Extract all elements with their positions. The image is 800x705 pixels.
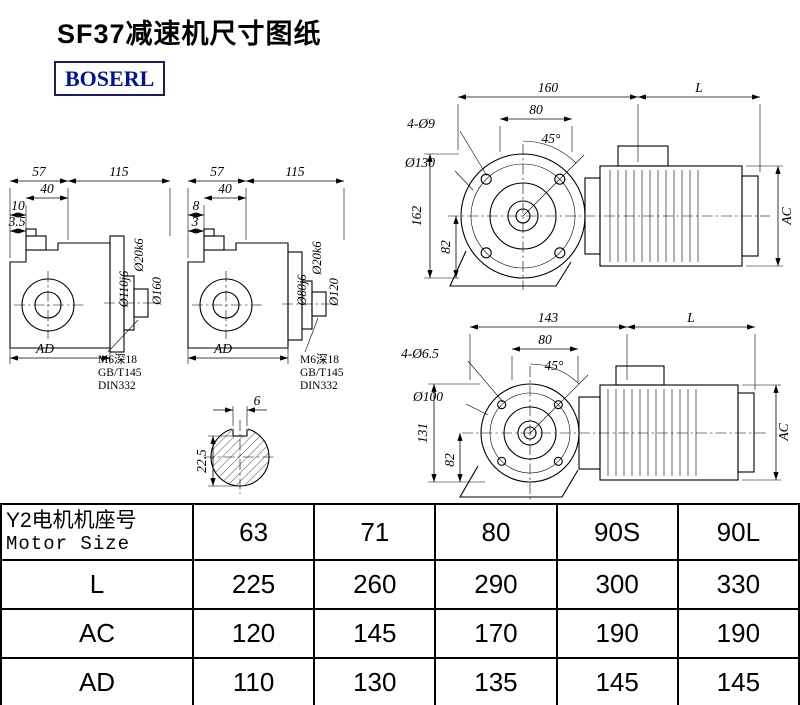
- row-label-AD: AD: [0, 657, 194, 705]
- motor-size-header-en: Motor Size: [6, 532, 131, 555]
- brand-logo: BOSERL: [54, 61, 166, 96]
- dim-82: 82: [438, 240, 453, 254]
- dim-3: 3: [191, 214, 199, 229]
- value-AD-90s: 145: [555, 657, 679, 705]
- value-AC-90s: 190: [555, 608, 679, 659]
- dim-80: 80: [538, 332, 552, 347]
- tapped-hole-note: M6深18: [98, 352, 137, 366]
- standard-note-din: DIN332: [300, 380, 338, 392]
- dim-115: 115: [285, 164, 304, 179]
- dim-160: 160: [538, 80, 559, 95]
- dim-57: 57: [32, 164, 47, 179]
- value-AC-90l: 190: [676, 608, 800, 659]
- dim-bolt-holes: 4-Ø9: [407, 116, 435, 131]
- motor-size-header-cn: Y2电机机座号: [6, 509, 137, 533]
- dim-bolt-holes: 4-Ø6.5: [401, 346, 439, 361]
- motor-size-header-cell: Y2电机机座号 Motor Size: [0, 503, 194, 561]
- value-L-71: 260: [313, 559, 437, 610]
- row-label-AC: AC: [0, 608, 194, 659]
- shaft-key-section: 6 22.5: [194, 393, 276, 494]
- value-L-80: 290: [434, 559, 558, 610]
- value-L-90l: 330: [676, 559, 800, 610]
- dim-bolt-circle: Ø130: [404, 155, 435, 170]
- motor-size-col-90s: 90S: [555, 503, 679, 561]
- value-AD-90l: 145: [676, 657, 800, 705]
- dim-ac: AC: [776, 422, 791, 441]
- standard-note-din: DIN332: [98, 380, 136, 392]
- page-title: SF37减速机尺寸图纸: [57, 19, 322, 49]
- motor-size-col-71: 71: [313, 503, 437, 561]
- dim-L: L: [686, 310, 695, 325]
- dim-spigot-dia: Ø110j6: [117, 270, 131, 308]
- front-view-small-assembly: 143 L 80 4-Ø6.5 45° Ø100 131 82 AC: [401, 310, 791, 500]
- value-AC-63: 120: [191, 608, 316, 659]
- value-AD-80: 135: [434, 657, 558, 705]
- dim-shaft-dia: Ø20k6: [310, 241, 324, 276]
- table-header-row: Y2电机机座号 Motor Size 63 71 80 90S 90L: [0, 503, 800, 561]
- dim-162: 162: [409, 206, 424, 227]
- dim-45deg: 45°: [545, 358, 565, 373]
- motor-size-col-63: 63: [191, 503, 316, 561]
- dim-80: 80: [529, 102, 543, 117]
- value-L-63: 225: [191, 559, 316, 610]
- dim-115: 115: [109, 164, 128, 179]
- front-view-large-assembly: 160 L 80 4-Ø9 45° Ø130 162 82 AC: [404, 80, 794, 290]
- brand-logo-text: BOSERL: [65, 66, 155, 91]
- dim-ad: AD: [35, 341, 54, 356]
- standard-note-gb: GB/T145: [98, 367, 142, 379]
- dim-40: 40: [40, 181, 54, 196]
- dim-57: 57: [210, 164, 225, 179]
- value-AD-71: 130: [313, 657, 437, 705]
- dim-143: 143: [538, 310, 559, 325]
- value-AC-80: 170: [434, 608, 558, 659]
- dim-45deg: 45°: [542, 131, 562, 146]
- dim-bolt-circle: Ø100: [412, 389, 443, 404]
- row-label-L: L: [0, 559, 194, 610]
- dim-key-depth: 22.5: [194, 449, 209, 473]
- table-row-AD: AD 110 130 135 145 145: [0, 657, 800, 705]
- dim-shaft-dia: Ø20k6: [132, 238, 146, 273]
- value-L-90s: 300: [555, 559, 679, 610]
- tapped-hole-note: M6深18: [300, 352, 339, 366]
- dim-10: 10: [11, 198, 25, 213]
- value-AC-71: 145: [313, 608, 437, 659]
- dim-flange-dia: Ø160: [150, 276, 164, 306]
- dim-ad: AD: [213, 341, 232, 356]
- table-row-L: L 225 260 290 300 330: [0, 559, 800, 610]
- dim-3-5: 3.5: [8, 214, 26, 229]
- dim-82: 82: [442, 453, 457, 467]
- dim-ac: AC: [779, 206, 794, 225]
- dim-L: L: [694, 80, 703, 95]
- side-view-small-flange: 57 115 40 8 3 Ø20k6 Ø80j6 Ø120 AD M6深18 …: [187, 164, 345, 392]
- motor-size-col-90l: 90L: [676, 503, 800, 561]
- table-row-AC: AC 120 145 170 190 190: [0, 608, 800, 659]
- dim-40: 40: [218, 181, 232, 196]
- dim-131: 131: [415, 423, 430, 443]
- dim-flange-dia: Ø120: [327, 277, 341, 307]
- value-AD-63: 110: [191, 657, 316, 705]
- dim-key-width: 6: [254, 393, 261, 408]
- standard-note-gb: GB/T145: [300, 367, 344, 379]
- dim-spigot-dia: Ø80j6: [295, 274, 309, 307]
- side-view-large-flange: 57 115 40 10 3.5 Ø20k6 Ø110j6 Ø160 AD M6…: [8, 164, 171, 392]
- dim-8: 8: [193, 198, 200, 213]
- dimension-table: Y2电机机座号 Motor Size 63 71 80 90S 90L L 22…: [0, 503, 800, 705]
- motor-size-col-80: 80: [434, 503, 558, 561]
